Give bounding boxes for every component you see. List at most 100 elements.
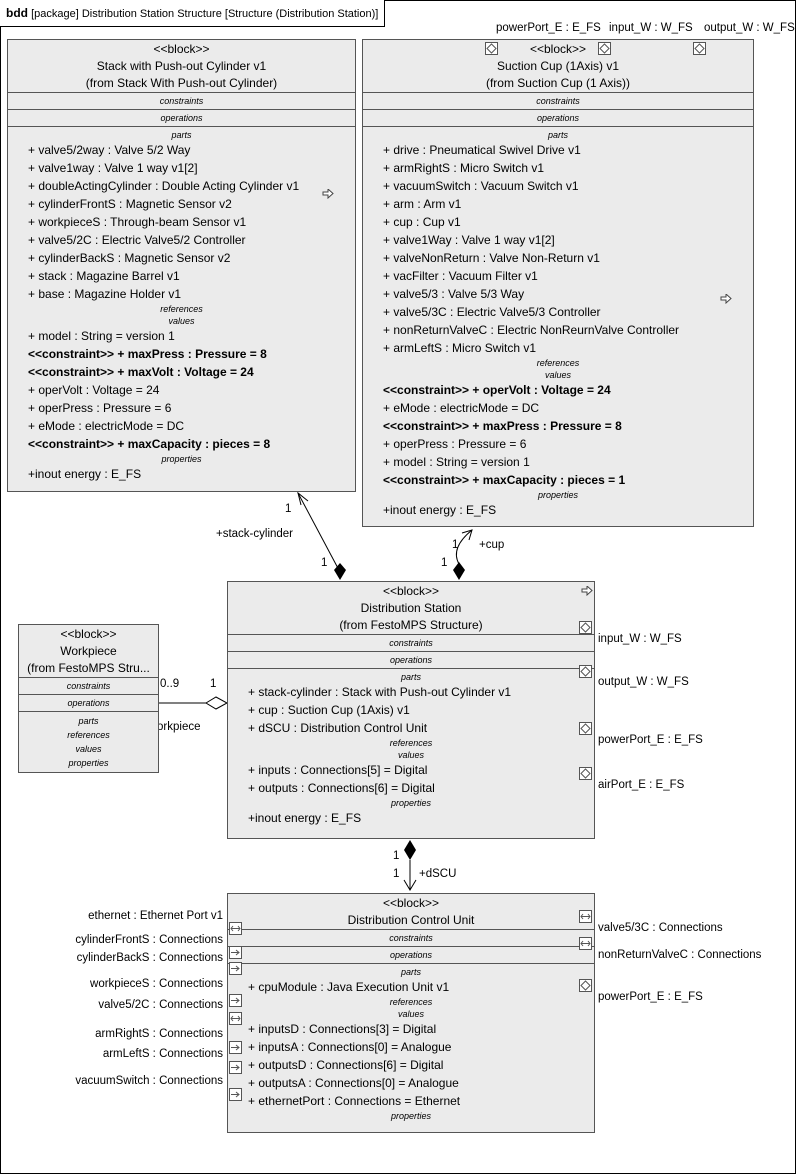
suction-part[interactable]: + valve1Way : Valve 1 way v1[2] — [383, 233, 555, 247]
suction-properties-label: properties — [537, 490, 579, 500]
link-icon — [720, 294, 732, 304]
dcu-value[interactable]: + inputsA : Connections[0] = Analogue — [248, 1040, 452, 1054]
station-part[interactable]: + cup : Suction Cup (1Axis) v1 — [248, 703, 410, 717]
suction-part[interactable]: + valve5/3 : Valve 5/3 Way — [383, 287, 525, 301]
top-power-port-label: powerPort_E : E_FS — [496, 22, 601, 34]
stack-part[interactable]: + base : Magazine Holder v1 — [28, 287, 182, 301]
suction-stereotype: <<block>> — [529, 42, 587, 56]
suction-name: Suction Cup (1Axis) v1 — [496, 59, 620, 73]
suction-part[interactable]: + nonReturnValveC : Electric NonReurnVal… — [383, 323, 680, 337]
stack-value[interactable]: + operPress : Pressure = 6 — [28, 401, 172, 415]
station-power-port[interactable] — [579, 722, 592, 735]
stack-parts-label: parts — [171, 130, 192, 140]
top-output-port-label: output_W : W_FS — [704, 22, 795, 34]
stack-part[interactable]: + doubleActingCylinder : Double Acting C… — [28, 179, 300, 193]
stack-value[interactable]: <<constraint>> + maxVolt : Voltage = 24 — [28, 365, 254, 379]
dcu-valve53c-port[interactable] — [579, 910, 592, 923]
dcu-parts-label: parts — [400, 967, 421, 977]
dcu-operations: operations — [228, 946, 594, 963]
dcu-armrights-port[interactable] — [229, 1041, 242, 1054]
dcu-cylinderfronts-port[interactable] — [229, 946, 242, 959]
diagram-title: [package] Distribution Station Structure… — [31, 8, 379, 20]
distribution-station-block[interactable]: <<block>> Distribution Station (from Fes… — [227, 581, 595, 839]
dcu-nonreturnvalvec-port[interactable] — [579, 937, 592, 950]
dcu-part[interactable]: + cpuModule : Java Execution Unit v1 — [248, 980, 450, 994]
stack-block[interactable]: <<block>> Stack with Push-out Cylinder v… — [7, 39, 356, 492]
suction-part[interactable]: + valveNonReturn : Valve Non-Return v1 — [383, 251, 600, 265]
station-part[interactable]: + stack-cylinder : Stack with Push-out C… — [248, 685, 512, 699]
suction-value[interactable]: + operPress : Pressure = 6 — [383, 437, 527, 451]
dcu-references-label: references — [389, 997, 433, 1007]
stack-property[interactable]: +inout energy : E_FS — [28, 467, 142, 481]
suction-property[interactable]: +inout energy : E_FS — [383, 503, 497, 517]
suction-block[interactable]: <<block>> Suction Cup (1Axis) v1 (from S… — [362, 39, 754, 527]
suction-part[interactable]: + armLeftS : Micro Switch v1 — [383, 341, 537, 355]
suction-power-port[interactable] — [485, 42, 498, 55]
station-property[interactable]: +inout energy : E_FS — [248, 811, 362, 825]
workpiece-aggregation-diamond — [205, 696, 229, 710]
suction-output-port[interactable] — [693, 42, 706, 55]
dcu-name: Distribution Control Unit — [347, 913, 475, 927]
dscu-role: +dSCU — [419, 868, 457, 880]
station-parts-label: parts — [400, 672, 421, 682]
dcu-vacuumswitch-port[interactable] — [229, 1088, 242, 1101]
dcu-armlefts-port[interactable] — [229, 1061, 242, 1074]
suction-part[interactable]: + cup : Cup v1 — [383, 215, 461, 229]
suction-part[interactable]: + vacuumSwitch : Vacuum Switch v1 — [383, 179, 579, 193]
suction-value[interactable]: <<constraint>> + operVolt : Voltage = 24 — [383, 383, 611, 397]
suction-value[interactable]: <<constraint>> + maxPress : Pressure = 8 — [383, 419, 622, 433]
dcu-ethernet-port[interactable] — [229, 922, 242, 935]
dscu-mult-bottom: 1 — [393, 868, 400, 880]
suction-value[interactable]: <<constraint>> + maxCapacity : pieces = … — [383, 473, 626, 487]
dcu-value[interactable]: + ethernetPort : Connections = Ethernet — [248, 1094, 461, 1108]
suction-part[interactable]: + drive : Pneumatical Swivel Drive v1 — [383, 143, 581, 157]
station-output-port[interactable] — [579, 665, 592, 678]
suction-part[interactable]: + valve5/3C : Electric Valve5/3 Controll… — [383, 305, 601, 319]
stack-part[interactable]: + valve5/2way : Valve 5/2 Way — [28, 143, 191, 157]
dcu-value[interactable]: + inputsD : Connections[3] = Digital — [248, 1022, 437, 1036]
stack-value[interactable]: <<constraint>> + maxPress : Pressure = 8 — [28, 347, 267, 361]
dcu-right-port-label: powerPort_E : E_FS — [598, 991, 703, 1003]
station-value[interactable]: + outputs : Connections[6] = Digital — [248, 781, 435, 795]
station-air-port[interactable] — [579, 767, 592, 780]
stack-part[interactable]: + valve1way : Valve 1 way v1[2] — [28, 161, 198, 175]
suction-value[interactable]: + eMode : electricMode = DC — [383, 401, 540, 415]
stack-part[interactable]: + cylinderFrontS : Magnetic Sensor v2 — [28, 197, 232, 211]
workpiece-block[interactable]: <<block>> Workpiece (from FestoMPS Stru.… — [18, 624, 159, 773]
workpiece-properties-label: properties — [68, 758, 109, 768]
stack-value[interactable]: + eMode : electricMode = DC — [28, 419, 185, 433]
stack-value[interactable]: + operVolt : Voltage = 24 — [28, 383, 160, 397]
stack-part[interactable]: + workpieceS : Through-beam Sensor v1 — [28, 215, 247, 229]
workpiece-values-label: values — [75, 744, 102, 754]
station-input-port[interactable] — [579, 621, 592, 634]
workpiece-mult-right: 1 — [210, 678, 217, 690]
suction-part[interactable]: + armRightS : Micro Switch v1 — [383, 161, 545, 175]
stack-name: Stack with Push-out Cylinder v1 — [96, 59, 267, 73]
suction-input-port[interactable] — [598, 42, 611, 55]
station-value[interactable]: + inputs : Connections[5] = Digital — [248, 763, 428, 777]
station-part[interactable]: + dSCU : Distribution Control Unit — [248, 721, 428, 735]
suction-value[interactable]: + model : String = version 1 — [383, 455, 530, 469]
stack-cylinder-association[interactable] — [297, 492, 341, 573]
stack-part[interactable]: + cylinderBackS : Magnetic Sensor v2 — [28, 251, 231, 265]
stack-stereotype: <<block>> — [153, 42, 210, 56]
stack-part[interactable]: + stack : Magazine Barrel v1 — [28, 269, 180, 283]
diagram-kind: bdd — [6, 6, 28, 20]
control-unit-block[interactable]: <<block>> Distribution Control Unit cons… — [227, 893, 595, 1133]
dcu-power-port[interactable] — [579, 979, 592, 992]
dcu-valve52c-port[interactable] — [229, 1012, 242, 1025]
stack-part[interactable]: + valve5/2C : Electric Valve5/2 Controll… — [28, 233, 246, 247]
stack-value[interactable]: <<constraint>> + maxCapacity : pieces = … — [28, 437, 271, 451]
stack-from: (from Stack With Push-out Cylinder) — [85, 76, 278, 90]
suction-part[interactable]: + vacFilter : Vacuum Filter v1 — [383, 269, 538, 283]
dcu-value[interactable]: + outputsA : Connections[0] = Analogue — [248, 1076, 459, 1090]
cup-association[interactable] — [455, 529, 473, 565]
dcu-value[interactable]: + outputsD : Connections[6] = Digital — [248, 1058, 444, 1072]
stack-composite-diamond — [334, 563, 346, 580]
station-stereotype: <<block>> — [382, 584, 440, 598]
stack-value[interactable]: + model : String = version 1 — [28, 329, 175, 343]
suction-part[interactable]: + arm : Arm v1 — [383, 197, 462, 211]
workpiece-parts-label: parts — [78, 716, 99, 726]
dcu-cylinderbacks-port[interactable] — [229, 962, 242, 975]
dcu-workpieces-port[interactable] — [229, 994, 242, 1007]
